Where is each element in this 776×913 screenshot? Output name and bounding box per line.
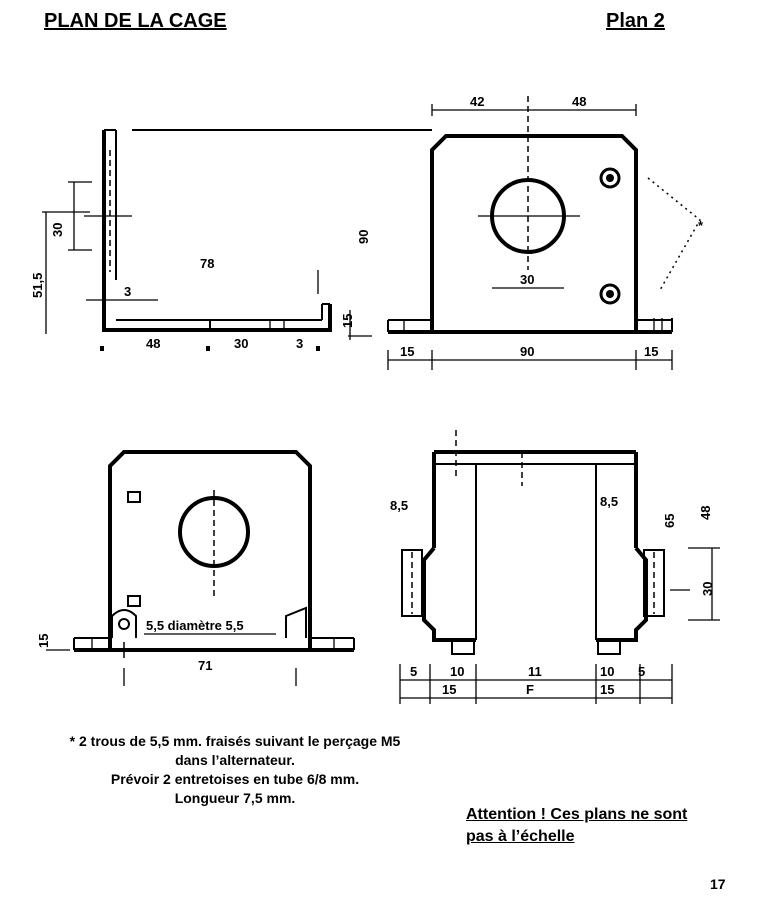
front-plate-outline [430, 134, 638, 332]
dim-15-bottom-left-label: 15 [442, 682, 456, 697]
rear-right-bracket [285, 606, 307, 638]
dim-51-5-label: 51,5 [30, 273, 45, 298]
rear-bolt-bottom [127, 595, 141, 607]
dim-15-vertical-label: 15 [340, 314, 355, 328]
dim-mark-3 [316, 346, 320, 351]
rear-dim-5-5-label: 5,5 diamètre 5,5 [146, 618, 244, 633]
cage-right-foot [596, 546, 648, 642]
dim-3-label: 3 [124, 284, 131, 299]
dim-78-label: 78 [200, 256, 214, 271]
top-view-cage [399, 430, 720, 704]
dim-mark-2 [206, 346, 210, 351]
rear-dim-71-label: 71 [198, 658, 212, 673]
dim-10-left-label: 10 [450, 664, 464, 679]
side-profile-view [42, 129, 432, 351]
asterisk-leader [647, 177, 701, 291]
dim-8-5-left-label: 8,5 [390, 498, 408, 513]
cage-left-foot [422, 546, 476, 642]
dim-10-right-label: 10 [600, 664, 614, 679]
rear-view [46, 450, 355, 686]
dim-48-right-label: 48 [698, 506, 713, 520]
dim-65-label: 65 [662, 514, 677, 528]
dim-mark-1 [100, 346, 104, 351]
dim-11-label: 11 [528, 664, 542, 679]
dim-48-bottom-label: 48 [146, 336, 160, 351]
note-line-4: Longueur 7,5 mm. [174, 790, 296, 806]
left-tab [451, 639, 475, 655]
warning-block: Attention ! Ces plans ne sont pas à l’éc… [466, 804, 687, 848]
rear-plate-outline [108, 450, 312, 650]
rear-bolt-top [127, 491, 141, 503]
dim-90-horizontal-label: 90 [520, 344, 534, 359]
notes-block: * 2 trous de 5,5 mm. fraisés suivant le … [20, 732, 450, 808]
plan-number: Plan 2 [606, 10, 665, 32]
dim-42-label: 42 [470, 94, 484, 109]
dim-30-circle-label: 30 [520, 272, 534, 287]
rear-dim-15-label: 15 [36, 634, 51, 648]
dim-3-bottom-label: 3 [296, 336, 303, 351]
dim-30-bottom-label: 30 [234, 336, 248, 351]
front-view-top [387, 96, 701, 370]
warning-line-1: Attention ! Ces plans ne sont [466, 806, 688, 823]
rear-left-bracket [111, 609, 137, 638]
dim-90-vertical-label: 90 [356, 230, 371, 244]
page-number: 17 [710, 876, 726, 892]
asterisk-label: * [698, 218, 704, 233]
left-spacer [401, 549, 423, 617]
dim-15-right-label: 15 [644, 344, 658, 359]
dim-15-bottom-right-label: 15 [600, 682, 614, 697]
note-line-3: Prévoir 2 entretoises en tube 6/8 mm. [110, 771, 360, 787]
dim-48-top-label: 48 [572, 94, 586, 109]
dim-5-right-label: 5 [638, 664, 645, 679]
dim-15-left-label: 15 [400, 344, 414, 359]
dim-5-left-label: 5 [410, 664, 417, 679]
dim-30-right-label: 30 [700, 582, 715, 596]
page-title: PLAN DE LA CAGE [44, 10, 227, 32]
mount-hole-bottom-center [606, 290, 614, 298]
mount-hole-top-center [606, 174, 614, 182]
note-line-2: dans l’alternateur. [175, 752, 295, 768]
dim-F-label: F [526, 682, 534, 697]
warning-line-2: pas à l’échelle [466, 828, 575, 845]
right-spacer [643, 549, 665, 617]
right-tab [597, 639, 621, 655]
rear-left-hole [118, 618, 130, 630]
dim-8-5-right-label: 8,5 [600, 494, 618, 509]
dim-30-label: 30 [50, 223, 65, 237]
note-line-1: * 2 trous de 5,5 mm. fraisés suivant le … [69, 733, 401, 749]
